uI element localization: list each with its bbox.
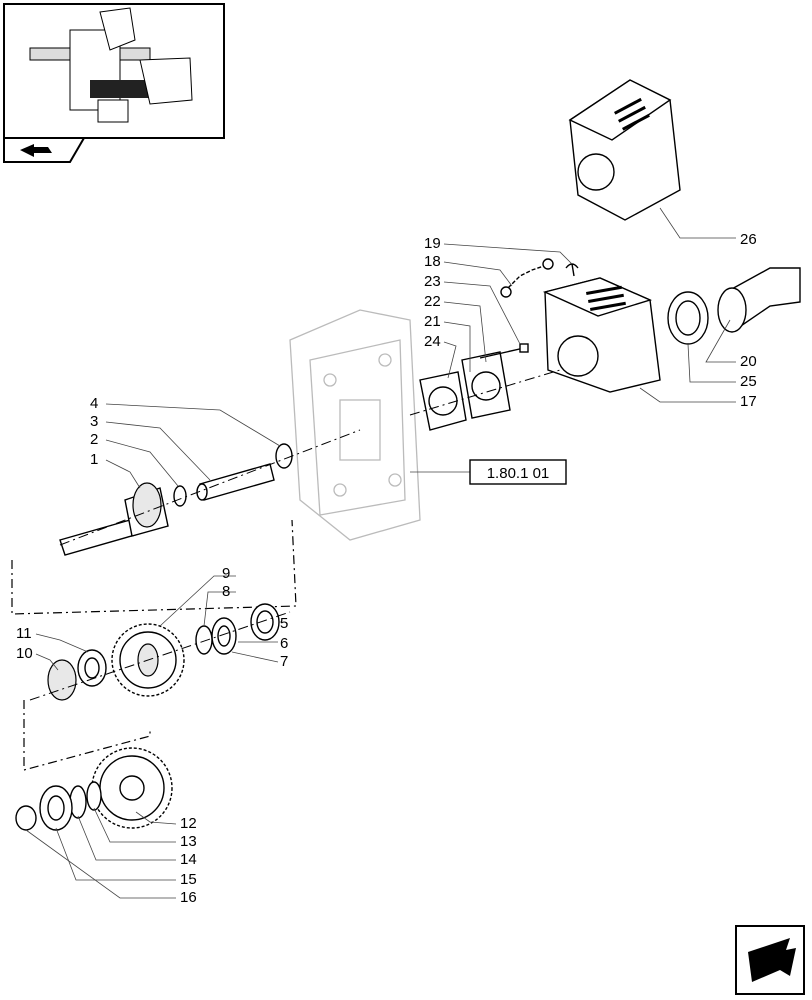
next-page-button[interactable] — [735, 925, 805, 995]
reference-label: 1.80.1 01 — [487, 465, 550, 482]
part-1-shaft — [59, 482, 169, 556]
callout-4: 4 — [90, 395, 98, 412]
housing-outline — [289, 309, 421, 541]
part-21-flange — [461, 351, 511, 419]
part-13-ring — [86, 781, 102, 811]
callout-13: 13 — [180, 833, 197, 850]
callout-20: 20 — [740, 353, 757, 370]
callout-9: 9 — [222, 565, 230, 582]
callout-3: 3 — [90, 413, 98, 430]
part-19-clip — [565, 263, 579, 277]
part-10-small-gear — [47, 659, 77, 701]
group-bracket-1 — [11, 519, 297, 615]
callout-15: 15 — [180, 871, 197, 888]
previous-page-arrow-icon — [20, 144, 52, 157]
part-20-cone — [717, 267, 801, 333]
callout-18: 18 — [424, 253, 441, 270]
part-3-ring — [173, 485, 187, 507]
part-16-nut — [15, 805, 37, 831]
part-14-washer — [69, 785, 87, 819]
part-2-splined-shaft — [196, 463, 275, 501]
next-page-arrow-icon — [748, 938, 796, 982]
callout-5: 5 — [280, 615, 288, 632]
callout-16: 16 — [180, 889, 197, 906]
callout-2: 2 — [90, 431, 98, 448]
assembly-thumbnail[interactable] — [3, 3, 225, 139]
part-5-6-collar — [250, 603, 280, 641]
part-8-ring — [195, 625, 213, 655]
assembly-thumbnail-icon — [29, 7, 193, 123]
group-bracket-2 — [23, 700, 151, 771]
callout-6: 6 — [280, 635, 288, 652]
callout-10: 10 — [16, 645, 33, 662]
leader-lines — [25, 207, 736, 899]
callout-23: 23 — [424, 273, 441, 290]
previous-page-button[interactable] — [3, 137, 86, 163]
callout-14: 14 — [180, 851, 197, 868]
part-12-gear — [91, 747, 173, 829]
part-26-cover — [568, 79, 681, 221]
callout-1: 1 — [90, 451, 98, 468]
part-4-clip — [275, 443, 293, 469]
part-18-chain — [500, 258, 554, 298]
part-11-bearing — [77, 649, 107, 687]
callout-19: 19 — [424, 235, 441, 252]
part-25-ring — [667, 291, 709, 345]
part-24-gasket — [419, 371, 467, 431]
callout-17: 17 — [740, 393, 757, 410]
callout-11: 11 — [16, 625, 32, 642]
reference-box[interactable]: 1.80.1 01 — [410, 459, 567, 485]
callout-21: 21 — [424, 313, 441, 330]
callout-25: 25 — [740, 373, 757, 390]
callout-7: 7 — [280, 653, 288, 670]
callout-26: 26 — [740, 231, 757, 248]
part-23-bolt — [479, 343, 529, 359]
callouts: 1 2 3 4 5 6 7 8 9 10 11 12 13 14 15 16 1… — [16, 231, 757, 906]
part-15-bearing — [39, 785, 73, 831]
callout-12: 12 — [180, 815, 197, 832]
part-17-body — [542, 277, 661, 393]
callout-22: 22 — [424, 293, 441, 310]
callout-24: 24 — [424, 333, 441, 350]
part-7-bearing — [211, 617, 237, 655]
callout-8: 8 — [222, 583, 230, 600]
